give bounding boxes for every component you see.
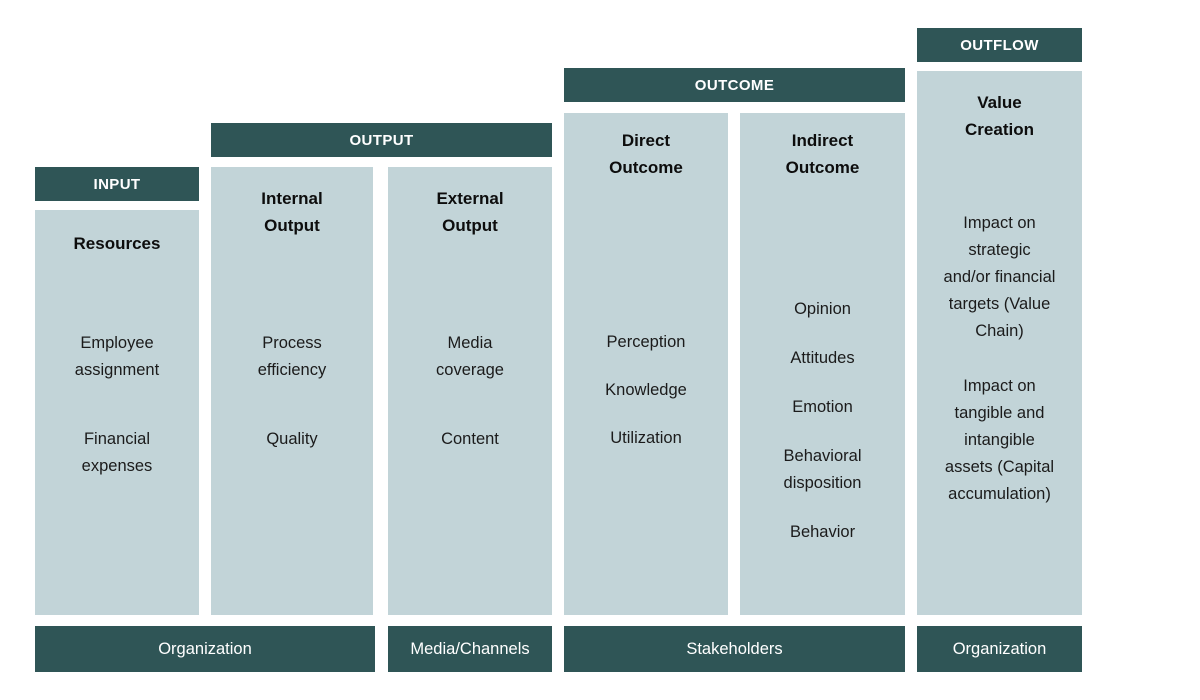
stage-header-input: INPUT — [35, 167, 199, 201]
box-external-output: External Output Media coverage Content — [388, 167, 552, 615]
footer-organization-outflow: Organization — [917, 626, 1082, 672]
box-internal-output: Internal Output Process efficiency Quali… — [211, 167, 373, 615]
footer-stakeholders: Stakeholders — [564, 626, 905, 672]
box-item-utilization: Utilization — [610, 429, 682, 447]
footer-media-channels: Media/Channels — [388, 626, 552, 672]
box-indirect-outcome: Indirect Outcome Opinion Attitudes Emoti… — [740, 113, 905, 615]
stage-header-input-label: INPUT — [93, 175, 141, 193]
footer-organization-input-output-label: Organization — [158, 639, 252, 658]
box-value-creation: Value Creation Impact on strategic and/o… — [917, 71, 1082, 615]
box-item-perception: Perception — [606, 333, 686, 351]
box-item-employee-assignment: Employee assignment — [74, 334, 160, 379]
box-item-financial-expenses: Financial expenses — [81, 430, 153, 475]
box-title-direct-outcome: Direct Outcome — [609, 131, 683, 177]
box-item-impact-strategic-financial-targets: Impact on strategic and/or financial tar… — [943, 214, 1056, 340]
stage-header-output-label: OUTPUT — [349, 131, 414, 149]
stage-header-output: OUTPUT — [211, 123, 552, 157]
box-item-quality: Quality — [266, 430, 318, 448]
footer-stakeholders-label: Stakeholders — [686, 639, 783, 658]
box-item-attitudes: Attitudes — [790, 349, 855, 367]
stage-header-outflow-label: OUTFLOW — [960, 36, 1039, 54]
box-title-resources: Resources — [73, 234, 161, 253]
box-item-content: Content — [441, 430, 499, 448]
box-title-value-creation: Value Creation — [965, 93, 1034, 139]
box-resources: Resources Employee assignment Financial … — [35, 210, 199, 615]
footer-organization-outflow-label: Organization — [952, 639, 1047, 658]
box-item-process-efficiency: Process efficiency — [257, 334, 327, 379]
stage-header-outflow: OUTFLOW — [917, 28, 1082, 62]
box-item-media-coverage: Media coverage — [436, 334, 504, 379]
box-item-emotion: Emotion — [792, 398, 853, 416]
box-title-external-output: External Output — [436, 189, 504, 235]
box-direct-outcome: Direct Outcome Perception Knowledge Util… — [564, 113, 728, 615]
stage-header-outcome: OUTCOME — [564, 68, 905, 102]
footer-organization-input-output: Organization — [35, 626, 375, 672]
box-title-internal-output: Internal Output — [261, 189, 323, 235]
box-item-behavior: Behavior — [789, 523, 856, 541]
box-item-behavioral-disposition: Behavioral disposition — [783, 447, 862, 492]
footer-media-channels-label: Media/Channels — [410, 639, 530, 658]
box-item-opinion: Opinion — [794, 300, 851, 318]
box-item-knowledge: Knowledge — [605, 381, 687, 399]
box-item-impact-tangible-intangible-assets: Impact on tangible and intangible assets… — [944, 377, 1055, 503]
stage-header-outcome-label: OUTCOME — [694, 76, 775, 94]
box-title-indirect-outcome: Indirect Outcome — [785, 131, 860, 177]
